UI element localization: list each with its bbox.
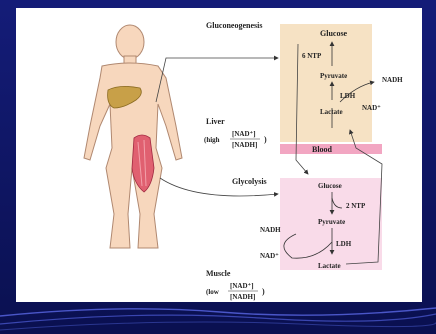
nad-bottom-label: NAD⁺ xyxy=(260,252,279,260)
svg-text:): ) xyxy=(262,287,265,296)
liver-box xyxy=(280,24,372,142)
ratio-numerator: [NAD⁺] xyxy=(232,130,256,138)
ratio-denominator: [NADH] xyxy=(232,141,257,149)
liver-high-label: (high xyxy=(204,136,220,144)
diagram-panel: Gluconeogenesis Glucose 6 NTP Pyruvate N… xyxy=(16,8,422,302)
liver-label: Liver xyxy=(206,117,225,126)
nadh-top-label: NADH xyxy=(382,76,403,84)
ntp-bottom-label: 2 NTP xyxy=(346,202,366,210)
human-figure xyxy=(84,25,182,248)
ntp-top-label: 6 NTP xyxy=(302,52,322,60)
gluconeogenesis-label: Gluconeogenesis xyxy=(206,21,262,30)
pyruvate-top-label: Pyruvate xyxy=(320,72,347,80)
lactate-bottom-label: Lactate xyxy=(318,262,341,270)
svg-text:): ) xyxy=(264,135,267,144)
ldh-bottom-label: LDH xyxy=(336,240,352,248)
ratio-denominator-2: [NADH] xyxy=(230,293,255,301)
muscle-label: Muscle xyxy=(206,269,231,278)
glycolysis-label: Glycolysis xyxy=(232,177,267,186)
glucose-top-label: Glucose xyxy=(320,29,348,38)
nadh-bottom-label: NADH xyxy=(260,226,281,234)
lactate-top-label: Lactate xyxy=(320,108,343,116)
cori-cycle-diagram: Gluconeogenesis Glucose 6 NTP Pyruvate N… xyxy=(16,8,422,302)
pyruvate-bottom-label: Pyruvate xyxy=(318,218,345,226)
blood-label: Blood xyxy=(312,145,333,154)
ratio-numerator-2: [NAD⁺] xyxy=(230,282,254,290)
nad-top-label: NAD⁺ xyxy=(362,104,381,112)
glucose-bottom-label: Glucose xyxy=(318,182,342,190)
bottom-wave-decoration xyxy=(0,302,436,334)
muscle-low-label: (low xyxy=(206,288,220,296)
ldh-top-label: LDH xyxy=(340,92,356,100)
